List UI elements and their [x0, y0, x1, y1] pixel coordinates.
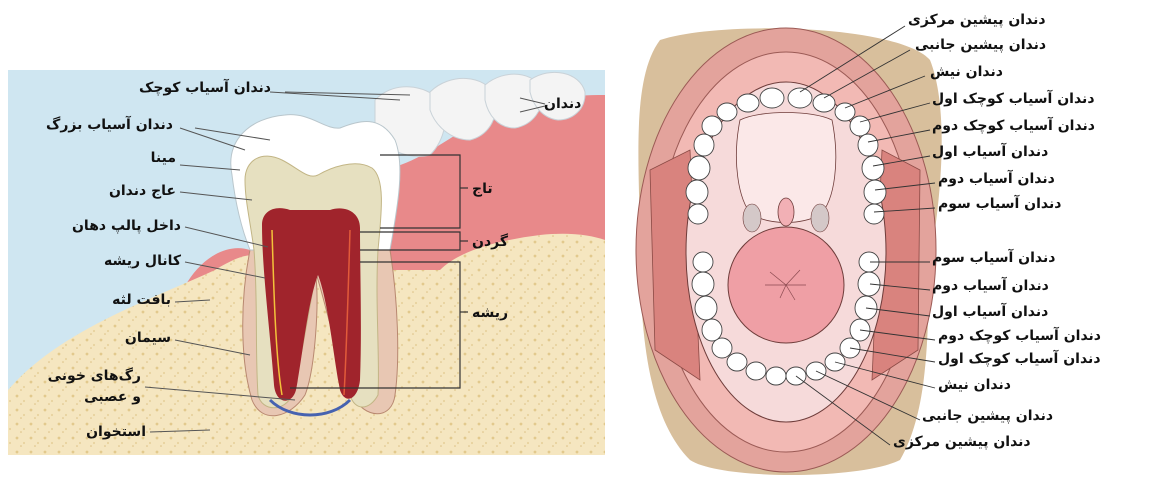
uvula	[778, 198, 794, 226]
label-root: ریشه	[472, 305, 508, 321]
label-upper-second-molar: دندان آسیاب دوم	[938, 171, 1055, 187]
label-cementum: سیمان	[125, 330, 171, 346]
label-root-canal: کانال ریشه	[104, 253, 181, 269]
label-lower-central-incisor: دندان پیشین مرکزی	[893, 434, 1031, 450]
label-upper-lateral-incisor: دندان پیشین جانبی	[915, 37, 1046, 53]
label-lower-third-molar: دندان آسیاب سوم	[932, 250, 1055, 266]
label-bone: استخوان	[86, 424, 146, 440]
label-upper-second-premolar: دندان آسیاب کوچک دوم	[932, 118, 1095, 134]
label-gum: بافت لثه	[112, 292, 171, 308]
label-molar: دندان آسیاب بزرگ	[46, 117, 173, 133]
label-upper-third-molar: دندان آسیاب سوم	[938, 196, 1061, 212]
label-enamel: مینا	[151, 150, 176, 166]
label-pulp: داخل پالپ دهان	[72, 218, 181, 234]
tonsil-right	[811, 204, 829, 232]
label-upper-canine: دندان نیش	[930, 64, 1003, 80]
label-neck: گردن	[472, 234, 508, 250]
label-upper-first-premolar: دندان آسیاب کوچک اول	[932, 91, 1095, 107]
label-teeth: دندان	[544, 96, 581, 112]
tonsil-left	[743, 204, 761, 232]
label-premolar: دندان آسیاب کوچک	[139, 80, 271, 96]
label-vessels-line2: و عصبی	[84, 389, 141, 405]
label-lower-first-molar: دندان آسیاب اول	[932, 304, 1048, 320]
label-upper-central-incisor: دندان پیشین مرکزی	[908, 12, 1046, 28]
label-crown: تاج	[472, 181, 493, 197]
label-vessels-line1: رگ‌های خونی	[48, 368, 141, 384]
label-lower-second-molar: دندان آسیاب دوم	[932, 278, 1049, 294]
label-lower-lateral-incisor: دندان پیشین جانبی	[922, 408, 1053, 424]
label-lower-canine: دندان نیش	[938, 377, 1011, 393]
mouth-diagram	[636, 26, 942, 475]
label-upper-first-molar: دندان آسیاب اول	[932, 144, 1048, 160]
label-dentin: عاج دندان	[109, 183, 176, 199]
label-lower-first-premolar: دندان آسیاب کوچک اول	[938, 351, 1101, 367]
label-lower-second-premolar: دندان آسیاب کوچک دوم	[938, 328, 1101, 344]
